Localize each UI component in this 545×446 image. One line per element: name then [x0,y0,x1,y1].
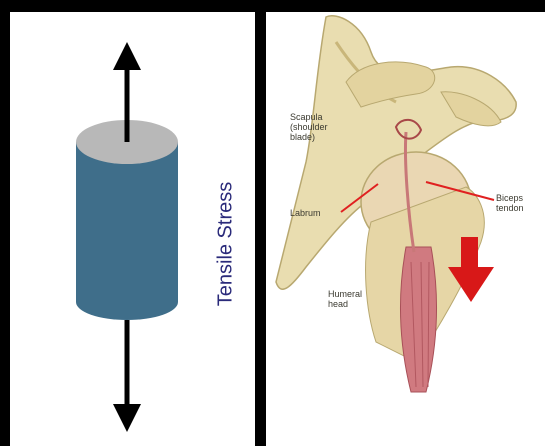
biceps-tendon-label: Biceps tendon [496,193,524,213]
humeral-head-label: Humeral head [328,289,362,309]
labrum-label: Labrum [290,208,321,218]
biceps-muscle [401,247,437,392]
shoulder-anatomy-panel: Scapula (shoulder blade) Labrum Biceps t… [266,12,545,446]
scapula-label: Scapula (shoulder blade) [290,112,328,142]
top-arrow-head [113,42,141,70]
tensile-stress-label: Tensile Stress [215,182,238,307]
shoulder-illustration [266,12,545,446]
cylinder-body [76,142,178,320]
tensile-stress-panel: Tensile Stress [10,12,255,446]
bottom-arrow-head [113,404,141,432]
